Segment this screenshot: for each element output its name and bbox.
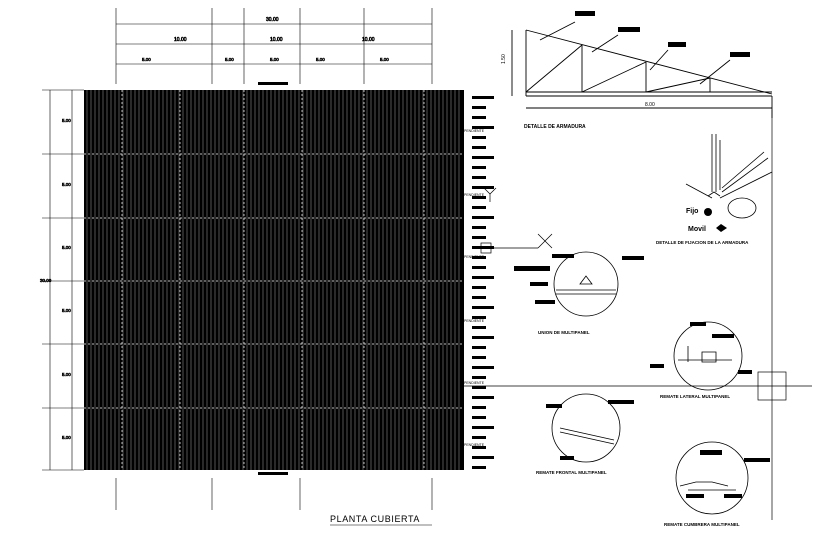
truss-height-label: 1.50 bbox=[501, 54, 507, 64]
dim-split-label: 10.00 bbox=[174, 37, 187, 43]
drawing-title: PLANTA CUBIERTA bbox=[330, 514, 420, 524]
movil-label: Movil bbox=[688, 226, 706, 233]
callout-tag bbox=[472, 456, 494, 459]
dim-split-label: 10.00 bbox=[270, 37, 283, 43]
callout-tag bbox=[472, 416, 486, 419]
callout-tag bbox=[472, 406, 486, 409]
callout-tag bbox=[472, 336, 494, 339]
callout-tag bbox=[472, 316, 486, 319]
lateral-tags bbox=[650, 322, 752, 374]
callout-tag bbox=[472, 226, 486, 229]
movable-support-symbol bbox=[716, 224, 727, 232]
ridge-caption: REMATE CUMBRERA MULTIPANEL bbox=[664, 522, 740, 527]
callout-tag bbox=[472, 396, 494, 399]
callout-tag bbox=[472, 106, 486, 109]
dim-bay-label: 5.00 bbox=[62, 182, 71, 187]
callout-tag bbox=[472, 346, 486, 349]
dim-sub-label: 5.00 bbox=[225, 57, 234, 62]
dim-sub-label: 5.00 bbox=[270, 57, 279, 62]
anchor-detail-caption: DETALLE DE FIJACION DE LA ARMADURA bbox=[656, 240, 749, 245]
callout-tag bbox=[472, 156, 494, 159]
callout-tag bbox=[472, 426, 494, 429]
callout-tag bbox=[472, 386, 486, 389]
pendiente-label: PENDIENTE bbox=[464, 255, 485, 259]
right-side-callouts: PENDIENTE PENDIENTE PENDIENTE PENDIENTE PEND… bbox=[464, 96, 494, 469]
dim-bay-label: 5.00 bbox=[62, 245, 71, 250]
detail-bubble-lateral bbox=[673, 321, 743, 391]
roof-plan bbox=[84, 90, 464, 470]
callout-tag bbox=[472, 186, 494, 189]
callout-tag bbox=[472, 216, 494, 219]
callout-tag bbox=[472, 436, 486, 439]
dim-bay-label: 5.00 bbox=[62, 118, 71, 123]
dim-split-label: 10.00 bbox=[362, 37, 375, 43]
callout-tag bbox=[472, 376, 486, 379]
dim-bay-label: 5.00 bbox=[62, 308, 71, 313]
detail-bubble-union bbox=[553, 251, 619, 317]
reference-crosshair bbox=[464, 110, 812, 520]
callout-tag bbox=[472, 236, 486, 239]
dim-total-height-label: 30.00 bbox=[40, 278, 52, 283]
fijo-label: Fijo bbox=[686, 208, 698, 215]
pendiente-label: PENDIENTE bbox=[464, 443, 485, 447]
detail-bubble-front bbox=[551, 393, 621, 463]
pendiente-label: PENDIENTE bbox=[464, 319, 485, 323]
callout-tag bbox=[472, 176, 486, 179]
dimension-lines: 30.00 10.00 10.00 10.00 5.00 5.00 5.00 5.00 5.00… bbox=[40, 8, 433, 510]
pendiente-label: PENDIENTE bbox=[464, 129, 485, 133]
callout-tag bbox=[472, 466, 486, 469]
callout-tag bbox=[472, 286, 486, 289]
callout-tag bbox=[472, 296, 486, 299]
truss-detail-caption: DETALLE DE ARMADURA bbox=[524, 124, 586, 130]
callout-tag bbox=[472, 266, 486, 269]
callout-tag bbox=[472, 196, 486, 199]
anchor-detail bbox=[685, 134, 773, 219]
roof-corrugation-ribs bbox=[86, 90, 460, 470]
pendiente-label: PENDIENTE bbox=[464, 193, 485, 197]
callout-tag bbox=[472, 366, 494, 369]
front-caption: REMATE FRONTAL MULTIPANEL bbox=[536, 470, 607, 475]
truss-tags bbox=[575, 11, 750, 57]
callout-tag bbox=[472, 356, 486, 359]
callout-tag bbox=[472, 126, 494, 129]
callout-tag bbox=[472, 276, 494, 279]
center-cross-marker bbox=[480, 187, 553, 254]
callout-tag bbox=[472, 206, 486, 209]
south-tag bbox=[258, 472, 288, 475]
callout-tag bbox=[472, 116, 486, 119]
fixed-support-symbol bbox=[704, 208, 712, 216]
dim-total-width-label: 30.00 bbox=[266, 17, 279, 23]
structural-grid bbox=[84, 90, 464, 470]
dim-sub-label: 5.00 bbox=[380, 57, 389, 62]
callout-tag bbox=[472, 326, 486, 329]
callout-tag bbox=[472, 256, 486, 259]
dim-sub-label: 5.00 bbox=[316, 57, 325, 62]
ridge-tags bbox=[686, 450, 770, 498]
truss-detail bbox=[511, 21, 773, 118]
pendiente-label: PENDIENTE bbox=[464, 381, 485, 385]
truss-span-label: 8.00 bbox=[645, 102, 655, 108]
callout-tag bbox=[472, 446, 486, 449]
detail-bubble-ridge bbox=[675, 441, 749, 515]
union-caption: UNION DE MULTIPANEL bbox=[538, 330, 590, 335]
callout-tag bbox=[472, 166, 486, 169]
callout-tag bbox=[472, 246, 494, 249]
lateral-caption: REMATE LATERAL MULTIPANEL bbox=[660, 394, 730, 399]
callout-tag bbox=[472, 146, 486, 149]
callout-tag bbox=[472, 306, 494, 309]
dim-sub-label: 5.00 bbox=[142, 57, 151, 62]
north-tag bbox=[258, 82, 288, 85]
front-tags bbox=[546, 400, 634, 460]
union-tags bbox=[514, 254, 644, 304]
dim-bay-label: 5.00 bbox=[62, 435, 71, 440]
callout-tag bbox=[472, 136, 486, 139]
dim-bay-label: 5.00 bbox=[62, 372, 71, 377]
callout-tag bbox=[472, 96, 494, 99]
